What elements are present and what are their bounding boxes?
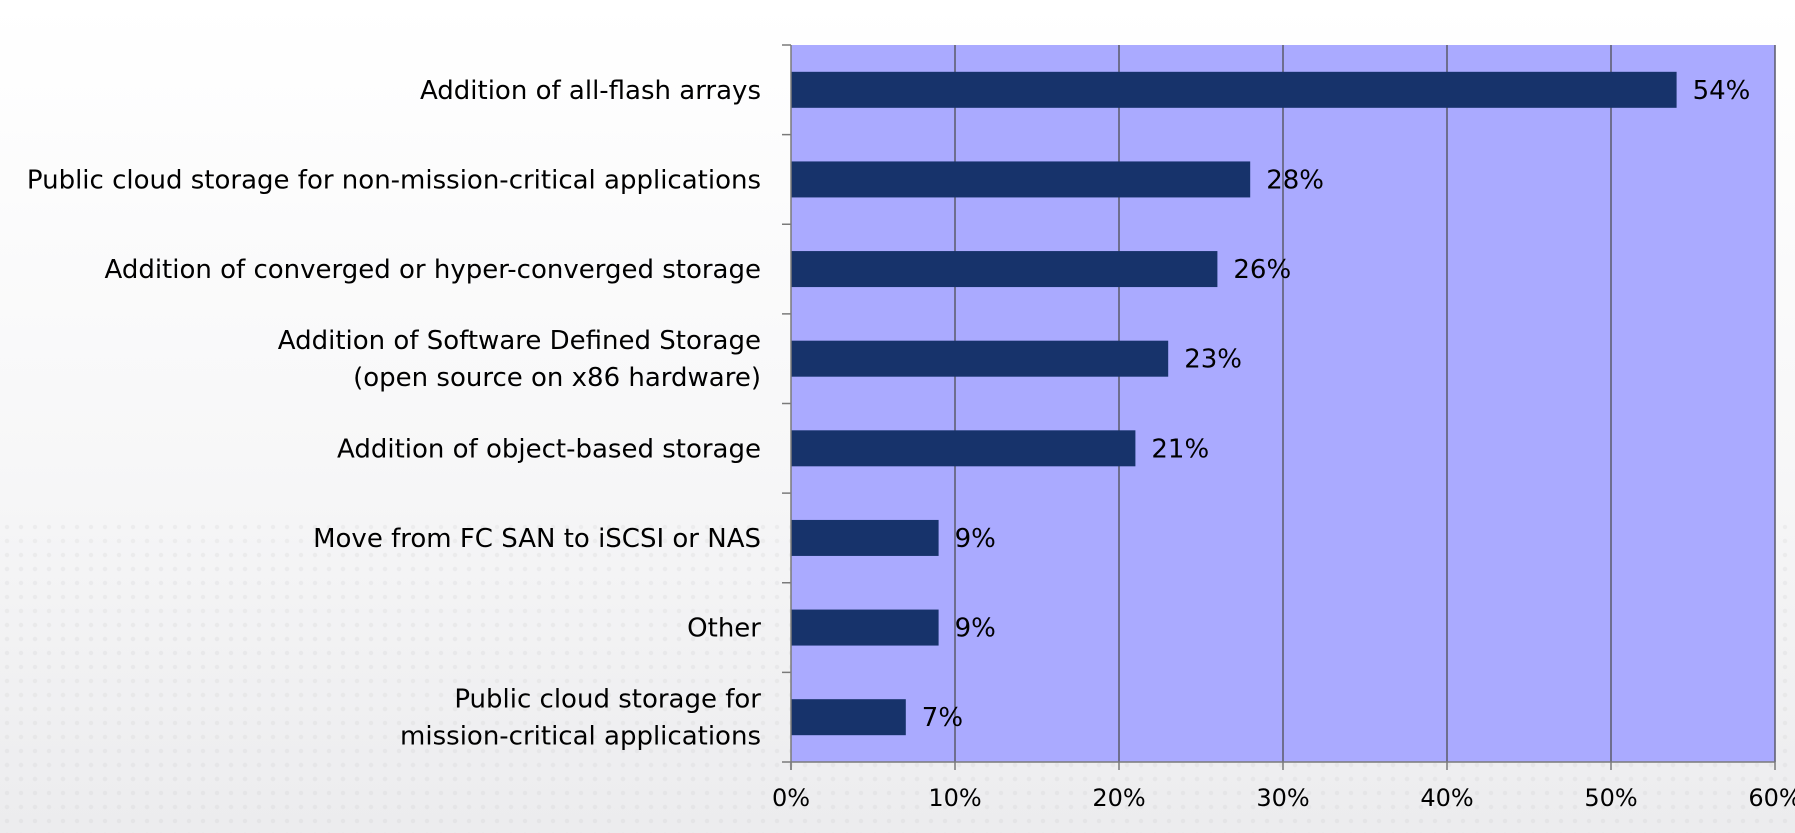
category-label: Other	[687, 614, 761, 644]
x-tick-label: 20%	[1092, 784, 1145, 812]
bar	[791, 71, 1677, 108]
data-label: 28%	[1266, 165, 1324, 195]
bar	[791, 161, 1251, 198]
bar	[791, 251, 1218, 288]
category-label: Public cloud storage for non-mission-cri…	[27, 165, 761, 195]
bar	[791, 340, 1169, 377]
category-label: Addition of all-flash arrays	[420, 76, 761, 106]
labels: 0% 10% 20% 30% 40% 50% 60% 54% Addition of all-f…	[27, 76, 1795, 812]
data-label: 26%	[1233, 255, 1291, 285]
category-label: Addition of Software Defined Storage	[278, 326, 761, 356]
bar	[791, 699, 906, 736]
x-tick-label: 40%	[1420, 784, 1473, 812]
data-label: 21%	[1151, 434, 1209, 464]
category-label: Public cloud storage for	[454, 685, 761, 715]
x-tick-label: 60%	[1748, 784, 1795, 812]
data-label: 54%	[1693, 76, 1751, 106]
category-label: Addition of object-based storage	[337, 434, 761, 464]
x-tick-label: 30%	[1256, 784, 1309, 812]
data-label: 7%	[922, 703, 963, 733]
bar	[791, 609, 939, 646]
category-label: (open source on x86 hardware)	[353, 363, 761, 393]
data-label: 9%	[955, 614, 996, 644]
bars	[791, 71, 1677, 736]
x-tick-label: 0%	[772, 784, 810, 812]
category-label: mission-critical applications	[400, 722, 761, 752]
axes	[782, 44, 1776, 770]
category-label: Move from FC SAN to iSCSI or NAS	[313, 524, 761, 554]
bar	[791, 519, 939, 556]
category-label: Addition of converged or hyper-converged…	[105, 255, 762, 285]
data-label: 9%	[955, 524, 996, 554]
bar	[791, 430, 1136, 467]
x-tick-label: 10%	[928, 784, 981, 812]
data-label: 23%	[1184, 345, 1242, 375]
x-tick-label: 50%	[1584, 784, 1637, 812]
